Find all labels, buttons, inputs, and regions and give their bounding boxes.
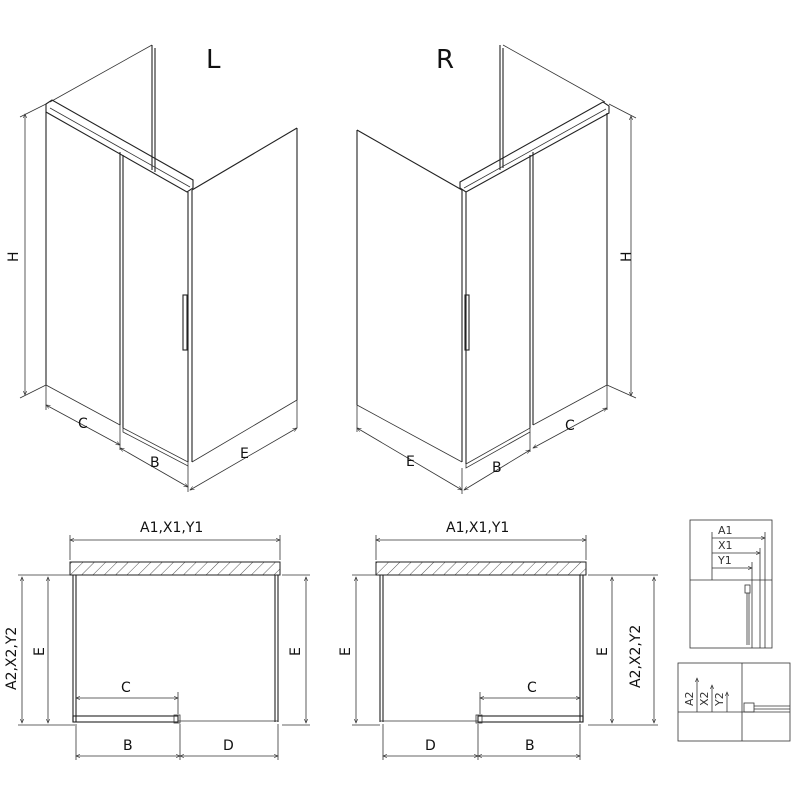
detail-y1: Y1 <box>717 554 732 567</box>
detail-top-profile: A1 X1 Y1 <box>689 519 773 649</box>
view-label-right: R <box>436 45 454 75</box>
detail-x2: X2 <box>698 691 711 706</box>
dim-c-left: C <box>78 416 88 432</box>
detail-y2: Y2 <box>713 692 726 707</box>
dim-e-right: E <box>406 454 415 470</box>
view-label-left: L <box>206 45 221 75</box>
detail-bottom-profile: A2 X2 Y2 <box>677 662 791 742</box>
dim-c-plan-left: C <box>121 680 131 696</box>
plan-view-left: A1,X1,Y1 A2,X2,Y2 E E C B <box>4 520 310 760</box>
detail-x1: X1 <box>718 539 733 552</box>
dim-width-top-left: A1,X1,Y1 <box>140 520 203 536</box>
detail-a1: A1 <box>718 524 733 537</box>
dim-b-left: B <box>150 455 160 471</box>
dim-b-plan-left: B <box>123 738 133 754</box>
iso-view-right: R H E B C <box>357 44 637 494</box>
dim-e-plan-left-1: E <box>32 647 48 656</box>
dim-e-plan-right-2: E <box>595 647 611 656</box>
dim-e-left: E <box>240 446 249 462</box>
dim-e-plan-left-2: E <box>288 647 304 656</box>
dim-d-plan-left: D <box>223 738 234 754</box>
dim-b-plan-right: B <box>525 738 535 754</box>
detail-a2: A2 <box>683 691 696 706</box>
iso-view-left: L H C B <box>6 44 297 492</box>
dim-h-left: H <box>6 251 22 262</box>
plan-view-right: A1,X1,Y1 E E A2,X2,Y2 C D B <box>338 520 658 760</box>
dim-c-right: C <box>565 418 575 434</box>
dim-b-right: B <box>492 460 502 476</box>
dim-h-right: H <box>619 251 635 262</box>
dim-depth-left: A2,X2,Y2 <box>4 627 20 690</box>
dim-e-plan-right-1: E <box>338 647 354 656</box>
dim-depth-right: A2,X2,Y2 <box>628 625 644 688</box>
dim-width-top-right: A1,X1,Y1 <box>446 520 509 536</box>
dim-c-plan-right: C <box>527 680 537 696</box>
dim-d-plan-right: D <box>425 738 436 754</box>
